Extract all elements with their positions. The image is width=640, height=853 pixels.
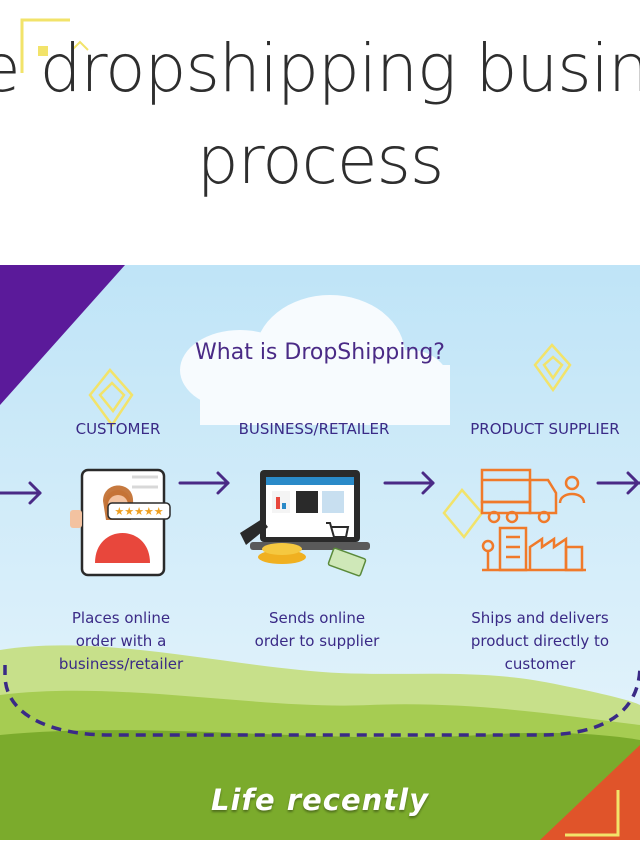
description-line: Places online: [71, 609, 171, 627]
description-line: Sends online: [268, 609, 366, 627]
page-title-line-1: e dropshipping busin: [0, 30, 640, 107]
title-area: e dropshipping busin process: [0, 0, 640, 265]
corner-bracket-icon: [20, 18, 89, 73]
step-label-customer: CUSTOMER: [75, 420, 161, 438]
step-description-customer: Places online order with a business/reta…: [21, 607, 221, 676]
customer-illustration-icon: ★★★★★: [70, 468, 171, 577]
supplier-logistics-icon: [480, 468, 586, 572]
description-line: order to supplier: [254, 632, 380, 650]
description-line: product directly to: [470, 632, 610, 650]
description-line: customer: [504, 655, 576, 673]
step-description-business-retailer: Sends online order to supplier: [217, 607, 417, 653]
svg-text:★★★★★: ★★★★★: [114, 506, 163, 518]
description-line: Ships and delivers: [471, 609, 609, 627]
page-title-line-2: process: [196, 122, 445, 199]
step-label-product-supplier: PRODUCT SUPPLIER: [470, 420, 620, 438]
purple-corner: [0, 265, 125, 405]
infographic-background: ★★★★★: [0, 265, 640, 840]
step-description-product-supplier: Ships and delivers product directly to c…: [440, 607, 640, 676]
diamond-sparkle-icon: [88, 343, 572, 540]
orange-corner: [540, 745, 640, 840]
step-label-business-retailer: BUSINESS/RETAILER: [238, 420, 390, 438]
description-line: order with a: [75, 632, 167, 650]
laptop-store-icon: [240, 470, 370, 577]
cloud-shape: [180, 295, 450, 425]
description-line: business/retailer: [58, 655, 184, 673]
arrow-right-icon: [0, 471, 640, 505]
infographic-title: What is DropShipping?: [195, 340, 445, 365]
caption-life-recently: Life recently: [211, 783, 429, 817]
dropshipping-infographic: ★★★★★: [0, 265, 640, 840]
